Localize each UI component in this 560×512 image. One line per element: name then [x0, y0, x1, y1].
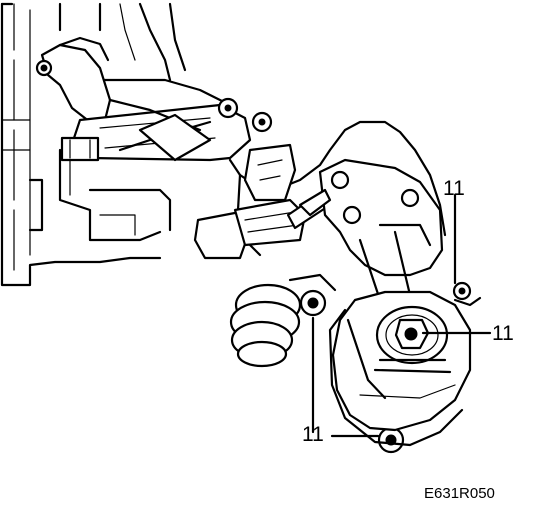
upper-bracket — [35, 36, 273, 162]
drawing-code: E631R050 — [424, 485, 495, 502]
callout-label: 11 — [443, 177, 465, 200]
selector-arm — [298, 158, 444, 302]
leader-lines — [311, 193, 492, 438]
drive-shaft-boot — [229, 273, 337, 368]
callout-label: 11 — [302, 423, 324, 446]
engine-block — [0, 2, 232, 287]
callout-label: 11 — [492, 322, 514, 345]
engine-mount — [328, 290, 472, 447]
